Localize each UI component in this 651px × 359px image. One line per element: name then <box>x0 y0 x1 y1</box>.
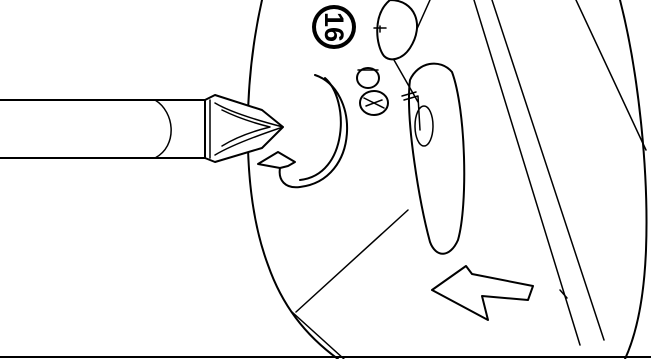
step-number-badge: 16 <box>312 5 356 49</box>
direction-arrow-icon <box>431 265 534 321</box>
screw-icon <box>356 67 389 116</box>
step-number-text: 16 <box>319 12 349 42</box>
panel-edge-lines <box>291 0 647 359</box>
screwdriver-icon <box>0 94 284 163</box>
knob-cap-icon <box>373 0 419 61</box>
detail-panel <box>246 0 648 359</box>
bracket-latch-icon <box>401 62 466 255</box>
leader-line <box>393 59 419 103</box>
bracket-slot <box>414 105 434 147</box>
rotation-arrow-icon <box>257 74 349 189</box>
